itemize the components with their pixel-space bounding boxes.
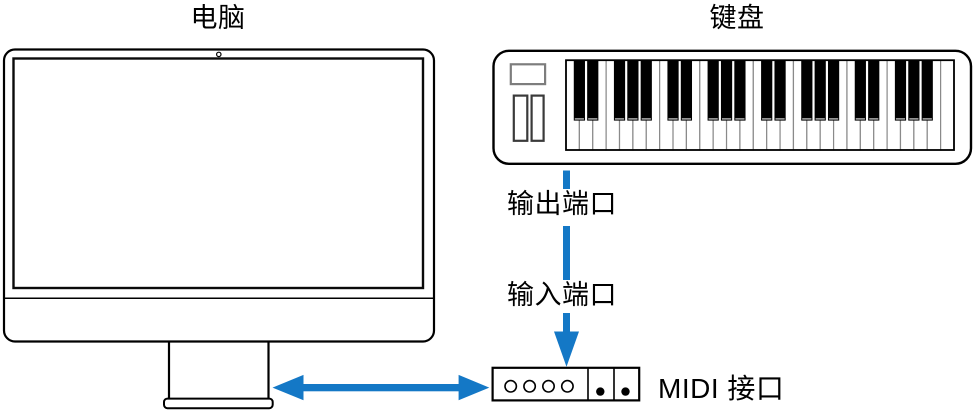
black-key [895,59,906,119]
black-key [922,59,933,119]
dash-segment [563,313,570,332]
computer-illustration [2,48,436,410]
black-key [681,59,692,119]
computer-stand-base [163,397,274,410]
black-key [734,59,745,119]
midi-interface-divider [587,367,615,401]
midi-interface-label: MIDI 接口 [658,373,785,404]
key-area-border [565,59,955,151]
output-port-label: 输出端口 [507,189,617,219]
black-key [855,59,866,119]
black-key [868,59,879,119]
midi-dot-port [621,387,630,396]
black-key [908,59,919,119]
white-key [940,59,955,151]
computer-stand [167,342,270,399]
computer-screen [12,57,425,290]
black-key [775,59,786,119]
black-key [627,59,638,119]
midi-round-port [504,379,518,393]
black-key [587,59,598,119]
mod-wheel [530,94,545,142]
midi-dot-port [596,387,605,396]
black-key [614,59,625,119]
computer-to-midi-arrow [272,374,490,401]
black-key [761,59,772,119]
left-arrowhead-icon [272,374,304,401]
dash-segment [563,170,570,189]
black-key [801,59,812,119]
keyboard-illustration [492,49,973,165]
black-key [574,59,585,119]
midi-round-port [541,379,555,393]
black-key [641,59,652,119]
midi-interface-illustration [491,366,641,402]
keyboard-display [509,63,547,86]
midi-ports [504,379,630,396]
right-arrowhead-icon [458,374,490,401]
computer-label: 电脑 [190,3,246,33]
pitch-wheel [512,94,529,142]
black-key [828,59,839,119]
camera-icon [216,51,222,58]
keyboard-label: 键盘 [709,3,765,33]
midi-round-port [560,379,574,393]
black-key [668,59,679,119]
black-key [708,59,719,119]
black-key [721,59,732,119]
piano-keys [565,59,955,151]
input-port-label: 输入端口 [507,280,617,310]
arrow-shaft [301,384,460,392]
black-key [815,59,826,119]
dash-segment [563,226,570,280]
midi-round-port [523,379,537,393]
down-arrowhead-icon [554,331,579,367]
keyboard-to-midi-arrow [554,170,579,367]
